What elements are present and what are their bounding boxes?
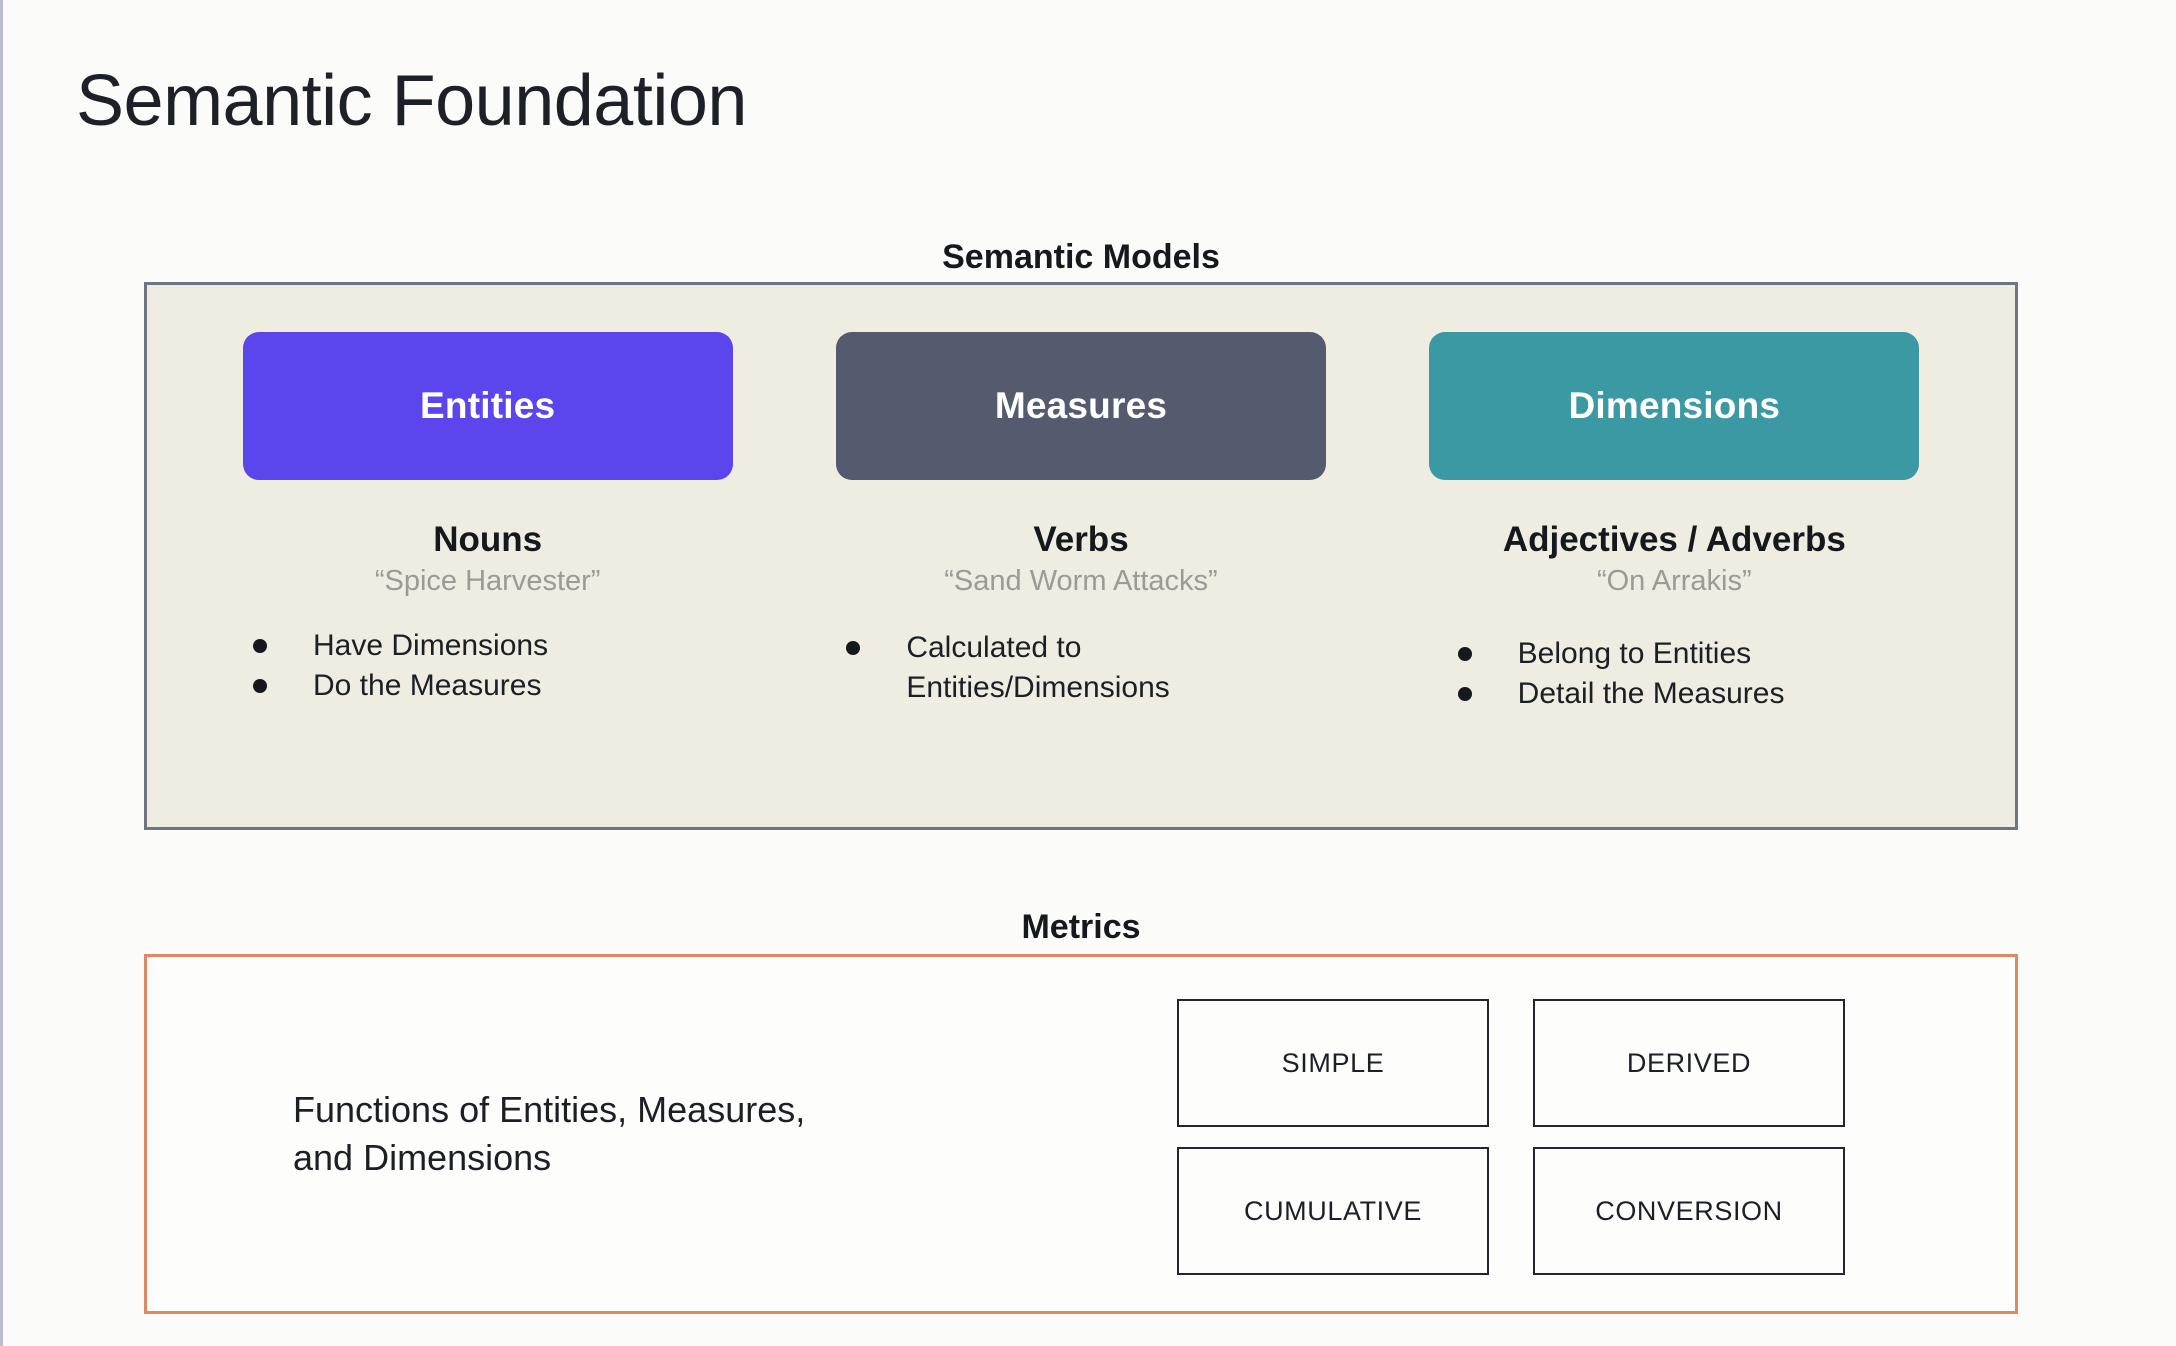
list-item: Detail the Measures [1457, 674, 1785, 714]
bullet-text: Do the Measures [313, 668, 542, 702]
bullet-dot-icon [253, 678, 267, 693]
bullet-text: Have Dimensions [313, 629, 549, 662]
metric-type-cumulative[interactable]: CUMULATIVE [1177, 1147, 1489, 1275]
bullet-text: Belong to Entities [1517, 637, 1752, 670]
metrics-description: Functions of Entities, Measures, and Dim… [293, 1086, 973, 1182]
bullet-dot-icon [1457, 647, 1472, 661]
model-card-dimensions[interactable]: Dimensions [1429, 332, 1920, 480]
list-item: Calculated to Entities/Dimensions [846, 628, 1226, 707]
list-item: Belong to Entities [1457, 634, 1785, 674]
metrics-panel: Functions of Entities, Measures, and Dim… [144, 954, 2018, 1314]
model-column-dimensions: Dimensions Adjectives / Adverbs “On Arra… [1378, 332, 1971, 827]
example-entities: “Spice Harvester” [374, 565, 601, 597]
metrics-description-line-1: Functions of Entities, Measures, [293, 1088, 806, 1130]
bullet-text: Detail the Measures [1517, 676, 1785, 710]
bullet-list-measures: Calculated to Entities/Dimensions [846, 628, 1226, 707]
part-of-speech-adjectives-adverbs: Adjectives / Adverbs [1502, 520, 1846, 559]
list-item: Do the Measures [253, 666, 548, 706]
model-card-measures[interactable]: Measures [835, 332, 1326, 480]
bullet-list-entities: Have Dimensions Do the Measures [253, 626, 548, 705]
semantic-models-panel: Entities Nouns “Spice Harvester” Have Di… [144, 282, 2018, 830]
bullet-text: Calculated to Entities/Dimensions [906, 631, 1170, 704]
metrics-description-line-2: and Dimensions [293, 1137, 552, 1178]
semantic-models-columns: Entities Nouns “Spice Harvester” Have Di… [147, 285, 2015, 827]
metric-type-derived[interactable]: DERIVED [1533, 999, 1845, 1127]
metric-type-conversion[interactable]: CONVERSION [1533, 1147, 1845, 1275]
page-title: Semantic Foundation [76, 61, 747, 141]
bullet-dot-icon [846, 641, 861, 655]
metrics-heading: Metrics [1021, 908, 1141, 946]
list-item: Have Dimensions [253, 626, 548, 666]
metric-type-simple[interactable]: SIMPLE [1177, 999, 1489, 1127]
left-edge-rule [0, 0, 3, 1346]
model-column-measures: Measures Verbs “Sand Worm Attacks” Calcu… [784, 332, 1377, 827]
example-dimensions: “On Arrakis” [1596, 565, 1752, 597]
model-card-entities[interactable]: Entities [242, 332, 733, 480]
semantic-models-heading: Semantic Models [942, 238, 1220, 276]
bullet-dot-icon [253, 639, 267, 653]
example-measures: “Sand Worm Attacks” [944, 565, 1218, 597]
model-column-entities: Entities Nouns “Spice Harvester” Have Di… [191, 332, 784, 827]
bullet-dot-icon [1457, 686, 1472, 701]
part-of-speech-nouns: Nouns [433, 520, 543, 559]
bullet-list-dimensions: Belong to Entities Detail the Measures [1457, 634, 1785, 714]
part-of-speech-verbs: Verbs [1033, 520, 1129, 559]
metric-type-grid: SIMPLE DERIVED CUMULATIVE CONVERSION [1177, 999, 1845, 1275]
